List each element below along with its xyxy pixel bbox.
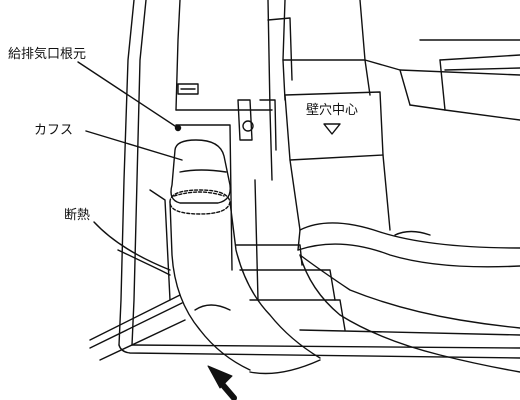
flex-hose <box>169 139 520 375</box>
cables <box>89 249 186 361</box>
label-exhaust-root: 給排気口根元 <box>8 47 87 62</box>
unit-housing <box>118 0 520 359</box>
label-insulation: 断熱 <box>64 208 91 223</box>
label-wall-hole-center: 壁穴中心 <box>305 103 358 118</box>
duct-assembly <box>282 0 520 268</box>
arrow-up-left-icon <box>207 365 237 400</box>
triangle-down-icon <box>323 123 341 135</box>
label-cuffs: カフス <box>34 123 74 138</box>
leader-lines <box>77 61 183 271</box>
